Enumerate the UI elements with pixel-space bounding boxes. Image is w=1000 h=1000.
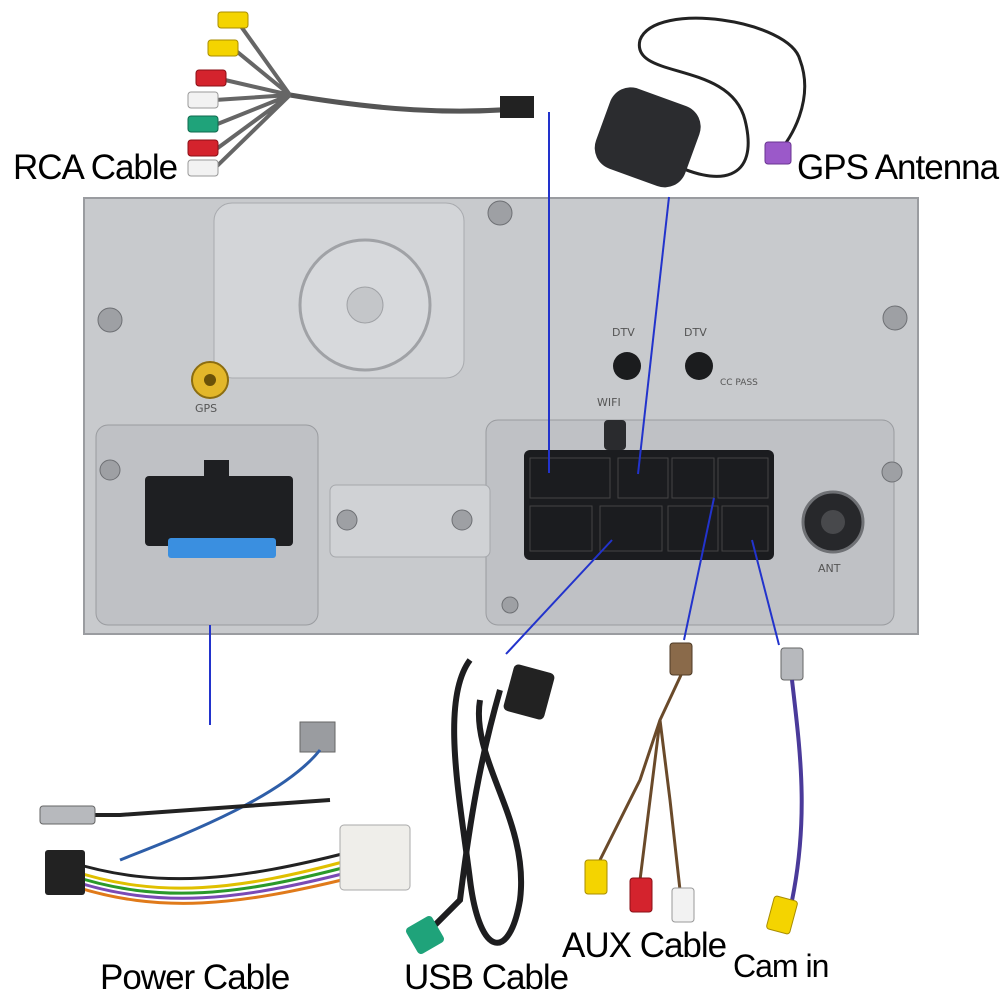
gps-marking: GPS [195, 402, 218, 415]
dtv-left-marking: DTV [612, 326, 635, 339]
label-rca-cable: RCA Cable [13, 148, 178, 187]
leader-line-cam [751, 539, 780, 646]
head-unit-back-panel [83, 197, 919, 635]
label-usb-cable: USB Cable [404, 958, 569, 997]
power-cable [39, 721, 411, 905]
usb-cable [405, 658, 555, 955]
leader-lines [209, 112, 780, 725]
mounting-screws [97, 200, 908, 614]
rca-cable [187, 11, 534, 177]
label-gps-antenna: GPS Antenna [797, 148, 999, 187]
label-cam-in: Cam in [733, 948, 829, 984]
leader-line-gps [637, 196, 670, 475]
dtv-right-marking: DTV [684, 326, 707, 339]
ant-marking: ANT [818, 562, 841, 575]
aux-cable [584, 642, 695, 923]
leader-line-aux [683, 497, 715, 641]
wifi-marking: WIFI [597, 396, 621, 409]
cam-in-cable [766, 647, 804, 935]
fuse [168, 538, 276, 558]
leader-line-usb [505, 539, 613, 655]
gps-antenna [594, 16, 807, 188]
power-connector [145, 476, 293, 546]
label-aux-cable: AUX Cable [562, 926, 727, 965]
label-power-cable: Power Cable [100, 958, 290, 997]
cc-pass-marking: CC PASS [720, 378, 758, 388]
multi-connector-block [524, 450, 774, 560]
